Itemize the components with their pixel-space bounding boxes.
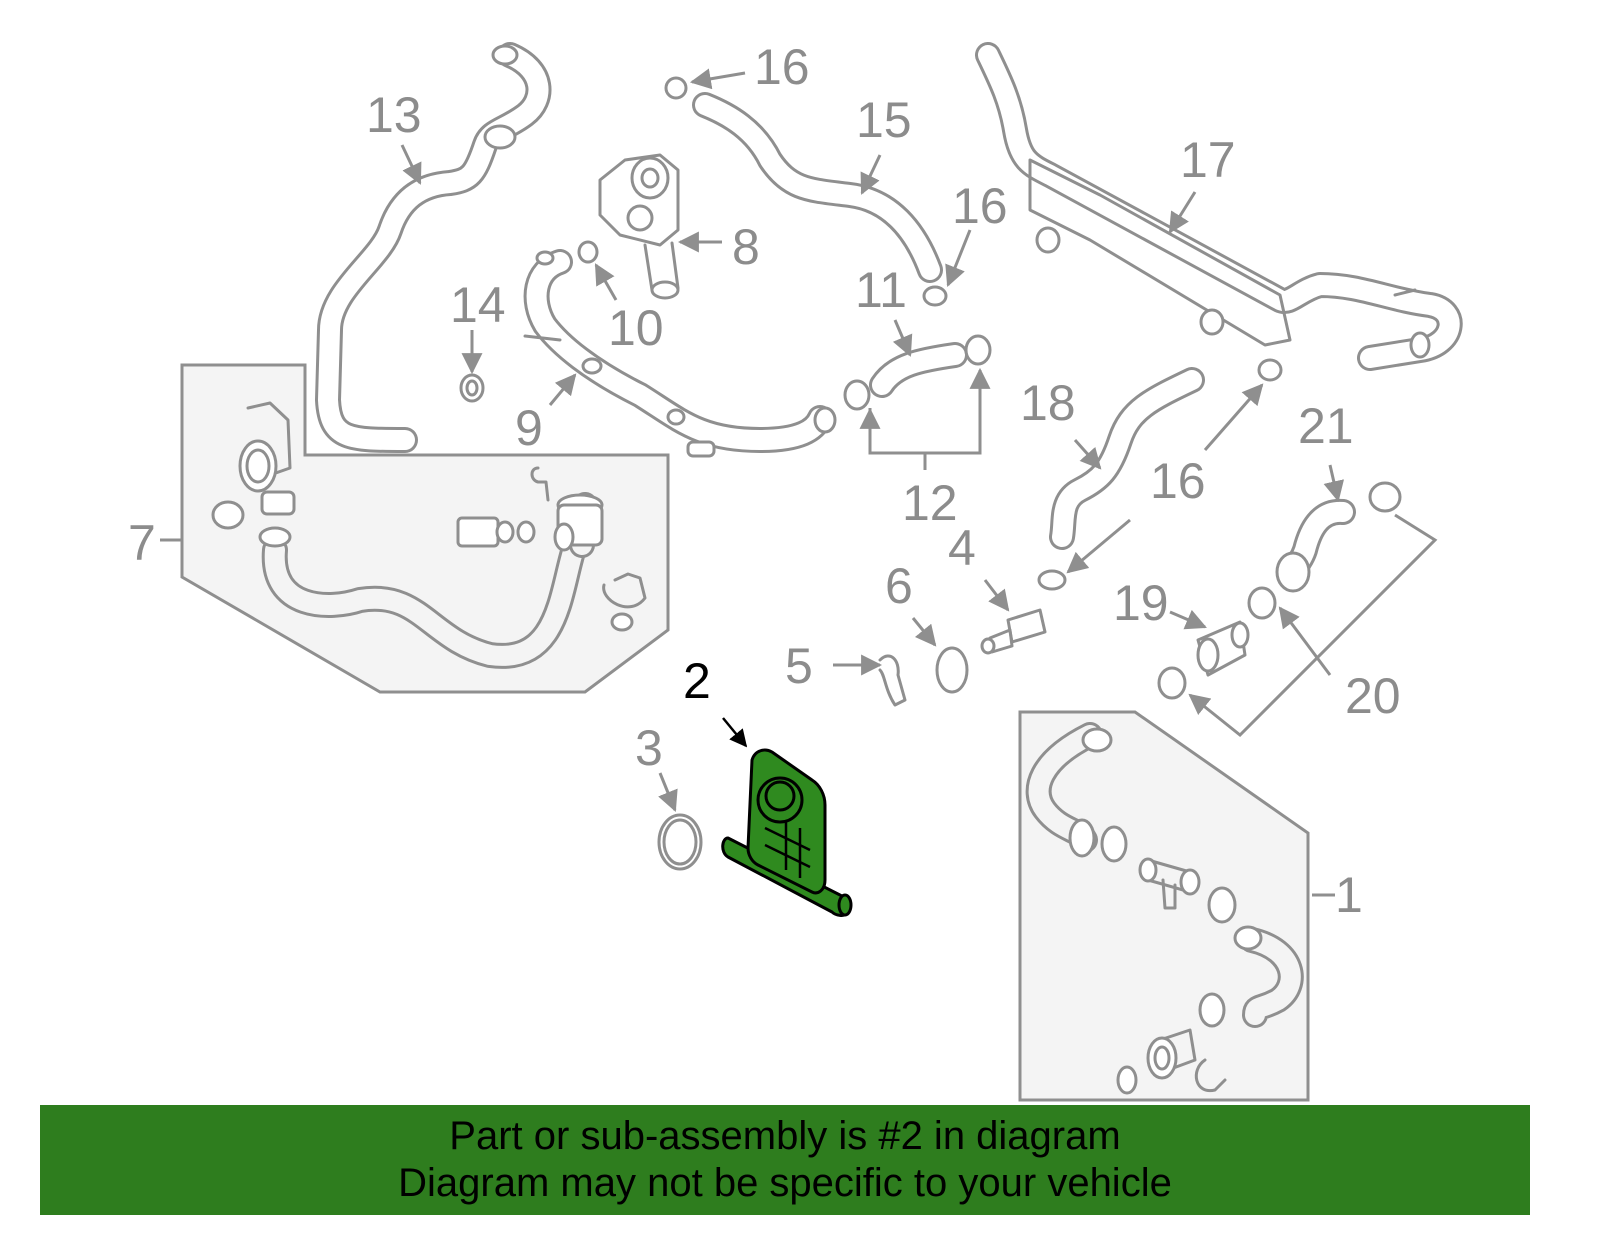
callout-7: 7 — [128, 515, 156, 571]
part-11-hose — [843, 334, 992, 411]
callout-9: 9 — [515, 400, 543, 456]
part-3-oring — [657, 813, 703, 871]
callout-15: 15 — [856, 92, 912, 148]
callout-16-top: 16 — [754, 39, 810, 95]
part-21-hose — [1275, 481, 1402, 593]
callout-1: 1 — [1335, 867, 1363, 923]
callout-8: 8 — [732, 219, 760, 275]
part-16-clamp-b — [1037, 569, 1067, 591]
callout-13: 13 — [366, 87, 422, 143]
part-13-hose — [315, 42, 552, 453]
callout-19: 19 — [1113, 575, 1169, 631]
part-7-kit-box — [180, 363, 670, 694]
part-18-hose — [1049, 367, 1205, 550]
part-4-sensor — [980, 608, 1047, 655]
part-14-clamp — [459, 373, 485, 403]
callout-11: 11 — [855, 262, 907, 318]
callout-17: 17 — [1180, 132, 1236, 188]
callout-14: 14 — [450, 277, 506, 333]
part-19-connector — [1196, 620, 1250, 677]
info-banner: Part or sub-assembly is #2 in diagram Di… — [40, 1105, 1530, 1215]
callout-21: 21 — [1298, 398, 1354, 454]
callout-16-mid: 16 — [952, 178, 1008, 234]
leader-lines — [160, 68, 1438, 897]
part-6-oring — [935, 646, 969, 694]
part-16-clamp-a — [1257, 358, 1283, 382]
part-9-pipe — [523, 249, 837, 458]
part-17-pipe — [975, 42, 1463, 371]
callout-12: 12 — [902, 475, 958, 531]
banner-line-2: Diagram may not be specific to your vehi… — [398, 1161, 1172, 1205]
callout-16-right: 16 — [1150, 453, 1206, 509]
part-5-clip — [878, 654, 907, 707]
part-2-flange-highlighted — [721, 748, 853, 917]
part-15-hose — [664, 76, 948, 307]
callout-10: 10 — [608, 300, 664, 356]
part-20-clamps — [1157, 586, 1277, 700]
callout-20: 20 — [1345, 668, 1401, 724]
banner-line-1: Part or sub-assembly is #2 in diagram — [449, 1114, 1121, 1158]
callout-4: 4 — [948, 520, 976, 576]
callout-3: 3 — [635, 720, 663, 776]
callout-5: 5 — [785, 638, 813, 694]
part-1-kit-box — [1018, 710, 1310, 1102]
part-8-pump — [598, 153, 680, 300]
callout-18: 18 — [1020, 375, 1076, 431]
callout-6: 6 — [885, 558, 913, 614]
callout-2: 2 — [683, 653, 711, 709]
part-10-oring — [577, 240, 599, 264]
